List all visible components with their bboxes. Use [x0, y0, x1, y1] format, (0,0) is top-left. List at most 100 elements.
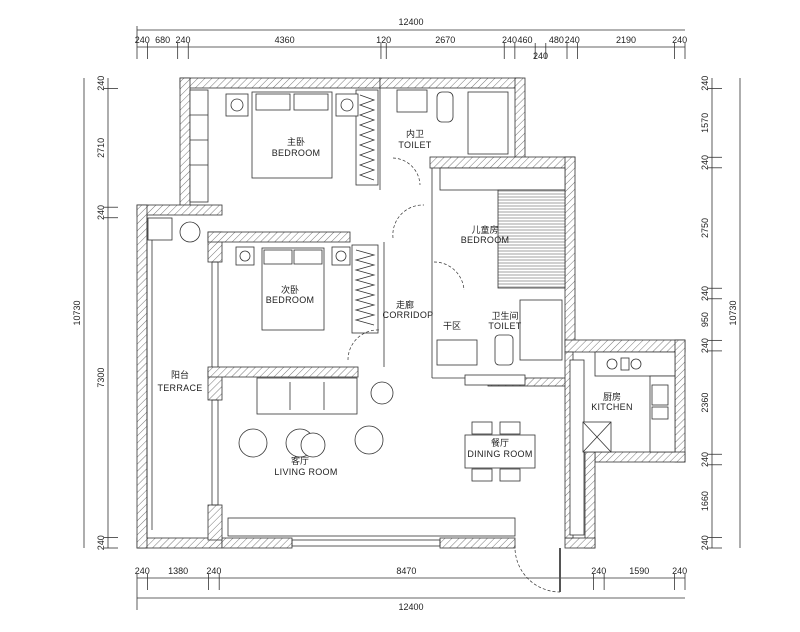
right-dim-total-label: 10730 — [728, 300, 738, 325]
armchair — [238, 428, 268, 458]
room-label-kids-cn: 儿童房 — [471, 224, 498, 236]
master-side-cabinet — [189, 89, 209, 203]
room-label-master-cn: 主卧 — [287, 136, 305, 148]
cabinets — [189, 89, 585, 537]
top-dim-segment-label: 120 — [376, 35, 391, 45]
right-dim-segment-label: 240 — [700, 286, 710, 301]
room-label-ensuite-cn: 内卫 — [406, 128, 424, 140]
kitchen-counter — [649, 375, 676, 453]
right-dim-segment-label: 240 — [700, 452, 710, 467]
room-label-bath-en: TOILET — [488, 321, 521, 331]
left-dim-segment-label: 2710 — [96, 138, 106, 158]
left-dim-segment-label: 7300 — [96, 368, 106, 388]
wall-bottom-right — [439, 537, 516, 549]
top-dim-segment-label: 240 — [533, 51, 548, 61]
furniture — [147, 89, 676, 482]
bottom-dim-total-label: 12400 — [398, 602, 423, 612]
wall-right-lower — [584, 451, 596, 549]
right-dim-segment-label: 950 — [700, 312, 710, 327]
room-label-terrace-en: TERRACE — [157, 383, 202, 393]
top-dim-segment-label: 240 — [502, 35, 517, 45]
room-label-kitchen-en: KITCHEN — [591, 402, 633, 412]
right-dim-segment-label: 240 — [700, 338, 710, 353]
right-dim-segment-label: 240 — [700, 76, 710, 91]
wall-second-bottom — [207, 366, 359, 378]
door-entrance[interactable] — [514, 544, 561, 593]
room-label-dining-cn: 餐厅 — [491, 437, 509, 449]
right-dim-segment-label: 240 — [700, 155, 710, 170]
right-dim-segment-label: 1660 — [700, 491, 710, 511]
bottom-dim-segment-label: 240 — [206, 566, 221, 576]
top-dim-segment-label: 240 — [565, 35, 580, 45]
kids-top-cabinet — [439, 167, 566, 191]
room-label-kitchen-cn: 厨房 — [603, 391, 621, 403]
wall-living-left-bottom — [207, 504, 223, 541]
window-second-bedroom — [211, 261, 219, 371]
dry-area-sink — [436, 339, 478, 366]
room-label-living-cn: 客厅 — [291, 455, 309, 467]
room-label-dry-area: 干区 — [443, 321, 461, 332]
toilet-fixture — [436, 91, 454, 123]
bottom-dim-segment-label: 240 — [672, 566, 687, 576]
wall-master-second — [207, 231, 351, 243]
wall-toilet-top — [379, 77, 521, 89]
room-label-ensuite-en: TOILET — [398, 140, 431, 150]
room-label-corridor-cn: 走廊 — [396, 299, 414, 311]
bath-toilet — [494, 334, 514, 366]
room-labels: 主卧 BEDROOM 内卫 TOILET 儿童房 BEDROOM 次卧 BEDR… — [157, 128, 632, 477]
bottom-dim-segment-label: 1590 — [629, 566, 649, 576]
sink — [396, 89, 428, 113]
shower — [519, 299, 563, 361]
top-dim-total-label: 12400 — [398, 17, 423, 27]
wall-bottom-corner — [564, 537, 596, 549]
door-kids[interactable] — [433, 261, 465, 291]
bottom-dim-segment-label: 8470 — [396, 566, 416, 576]
wall-master-left — [179, 77, 191, 211]
top-dim-segment-label: 4360 — [275, 35, 295, 45]
window-living — [211, 399, 219, 506]
right-cabinet — [569, 359, 585, 536]
right-dim-segment-label: 1570 — [700, 113, 710, 133]
right-dim-segment-label: 2360 — [700, 393, 710, 413]
door-ensuite[interactable] — [392, 157, 421, 186]
wall-bottom-left — [221, 537, 293, 549]
sofa — [256, 377, 358, 415]
door-second[interactable] — [347, 329, 381, 361]
door-master[interactable] — [392, 204, 425, 239]
room-label-kids-en: BEDROOM — [461, 235, 510, 245]
left-dim-segment-label: 240 — [96, 205, 106, 220]
wall-kitchen-right — [674, 339, 686, 463]
wall-kids-right — [564, 156, 576, 346]
top-dim-segment-label: 240 — [135, 35, 150, 45]
room-label-corridor-en: CORRIDOP — [383, 310, 434, 320]
left-dim-total-label: 10730 — [72, 300, 82, 325]
wall-kids-top — [429, 156, 576, 169]
room-label-master-en: BEDROOM — [272, 148, 321, 158]
top-dim-segment-label: 2670 — [435, 35, 455, 45]
room-label-living-en: LIVING ROOM — [274, 467, 337, 477]
wall-kitchen-top — [564, 339, 686, 353]
top-dim-segment-label: 680 — [155, 35, 170, 45]
room-label-second-en: BEDROOM — [266, 295, 315, 305]
window-bottom — [291, 539, 441, 547]
room-label-terrace-cn: 阳台 — [171, 369, 189, 381]
right-dim-segment-label: 240 — [700, 535, 710, 550]
room-label-bath-cn: 卫生间 — [491, 310, 518, 322]
nightstand — [225, 93, 249, 117]
wall-master-top — [179, 77, 381, 89]
wall-terrace-left — [136, 204, 148, 549]
bathtub — [467, 91, 509, 155]
side-table — [370, 381, 394, 405]
dry-area-counter — [464, 374, 526, 386]
stove-counter — [594, 351, 676, 377]
bottom-dim-segment-label: 240 — [591, 566, 606, 576]
top-dim-segment-label: 240 — [672, 35, 687, 45]
living-cabinet — [227, 517, 516, 537]
armchair — [354, 425, 384, 455]
top-dim-segment-label: 480 — [549, 35, 564, 45]
dining-table — [464, 434, 536, 469]
left-dim-segment-label: 240 — [96, 535, 106, 550]
wall-kitchen-bottom — [594, 451, 686, 463]
